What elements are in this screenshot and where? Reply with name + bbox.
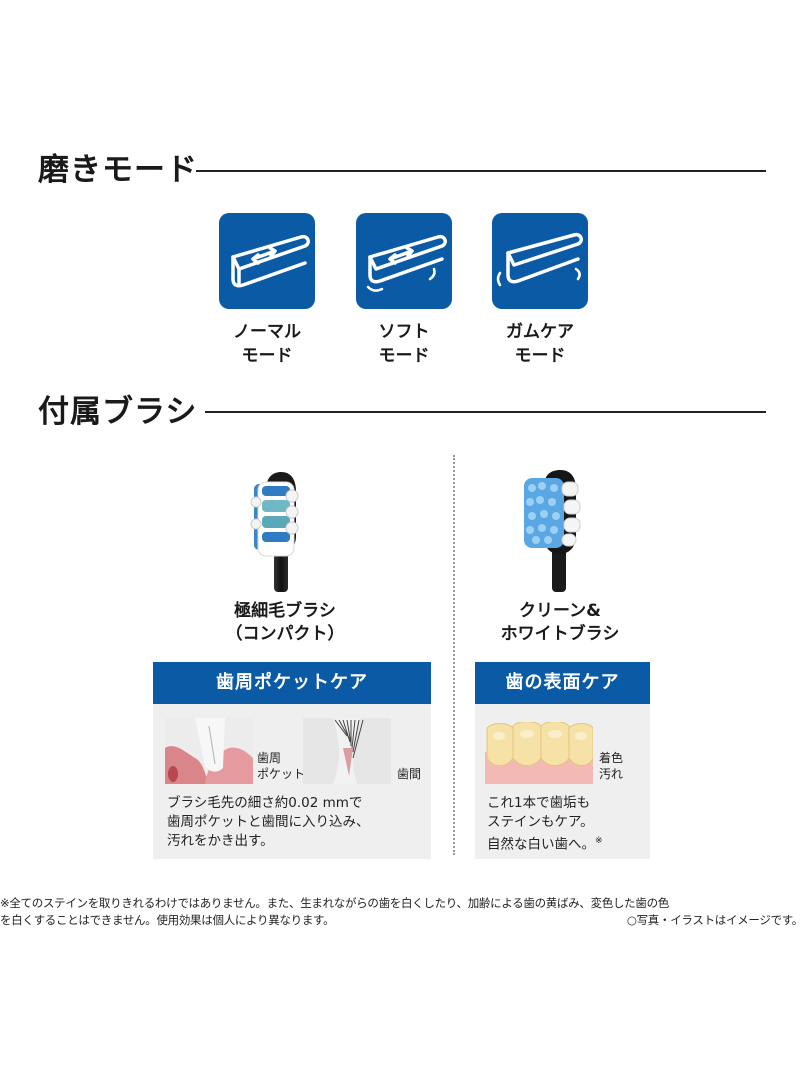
clean-white-brush-image xyxy=(516,468,600,592)
normal-mode-label: ノーマル モード xyxy=(233,322,301,366)
gum-care-mode-label: ガムケア モード xyxy=(506,322,574,366)
footnote-line-1: ※全てのステインを取りきれるわけではありません。また、生まれながらの歯を白くした… xyxy=(0,896,669,910)
periodontal-care-description: ブラシ毛先の細さ約0.02 mmで 歯周ポケットと歯間に入り込み、 汚れをかき出… xyxy=(167,795,370,849)
footnote-mark: ※ xyxy=(595,836,603,846)
brushes-section-title: 付属ブラシ xyxy=(38,394,198,430)
stained-teeth-illustration xyxy=(485,721,594,784)
gum-care-mode-brush-icon xyxy=(492,213,588,309)
brushes-section-rule xyxy=(205,411,766,413)
tooth-surface-care-panel: 歯の表面ケア 着色 汚れ これ1本で歯垢も ステインもケア。 自然な白い歯へ。※ xyxy=(475,662,650,859)
interdental-photo xyxy=(303,718,391,784)
clean-white-brush-name: クリーン& ホワイトブラシ xyxy=(500,601,620,644)
soft-mode-brush-icon xyxy=(356,213,452,309)
stain-label: 着色 汚れ xyxy=(599,751,624,781)
soft-mode-label: ソフト モード xyxy=(378,322,430,366)
periodontal-pocket-care-header: 歯周ポケットケア xyxy=(153,662,431,704)
image-note: ○写真・イラストはイメージです。 xyxy=(626,913,803,927)
brush-column-divider xyxy=(453,455,455,855)
interdental-label: 歯間 xyxy=(397,767,422,781)
modes-section-title: 磨きモード xyxy=(38,152,198,188)
modes-section-rule xyxy=(196,170,766,172)
ultra-fine-brush-name: 極細毛ブラシ （コンパクト） xyxy=(225,601,345,644)
gum-pocket-photo xyxy=(165,718,253,784)
normal-mode-brush-icon xyxy=(219,213,315,309)
periodontal-pocket-care-panel: 歯周ポケットケア 歯周 ポケット 歯間 ブラシ毛先の細さ xyxy=(153,662,431,859)
ultra-fine-brush-image xyxy=(244,470,324,592)
tooth-surface-care-header: 歯の表面ケア xyxy=(475,662,650,704)
footnote-line-2: を白くすることはできません。使用効果は個人により異なります。 xyxy=(0,913,335,927)
gum-pocket-label: 歯周 ポケット xyxy=(257,751,306,781)
tooth-surface-care-description: これ1本で歯垢も ステインもケア。 自然な白い歯へ。※ xyxy=(487,795,603,853)
footnote: ※全てのステインを取りきれるわけではありません。また、生まれながらの歯を白くした… xyxy=(0,895,805,950)
